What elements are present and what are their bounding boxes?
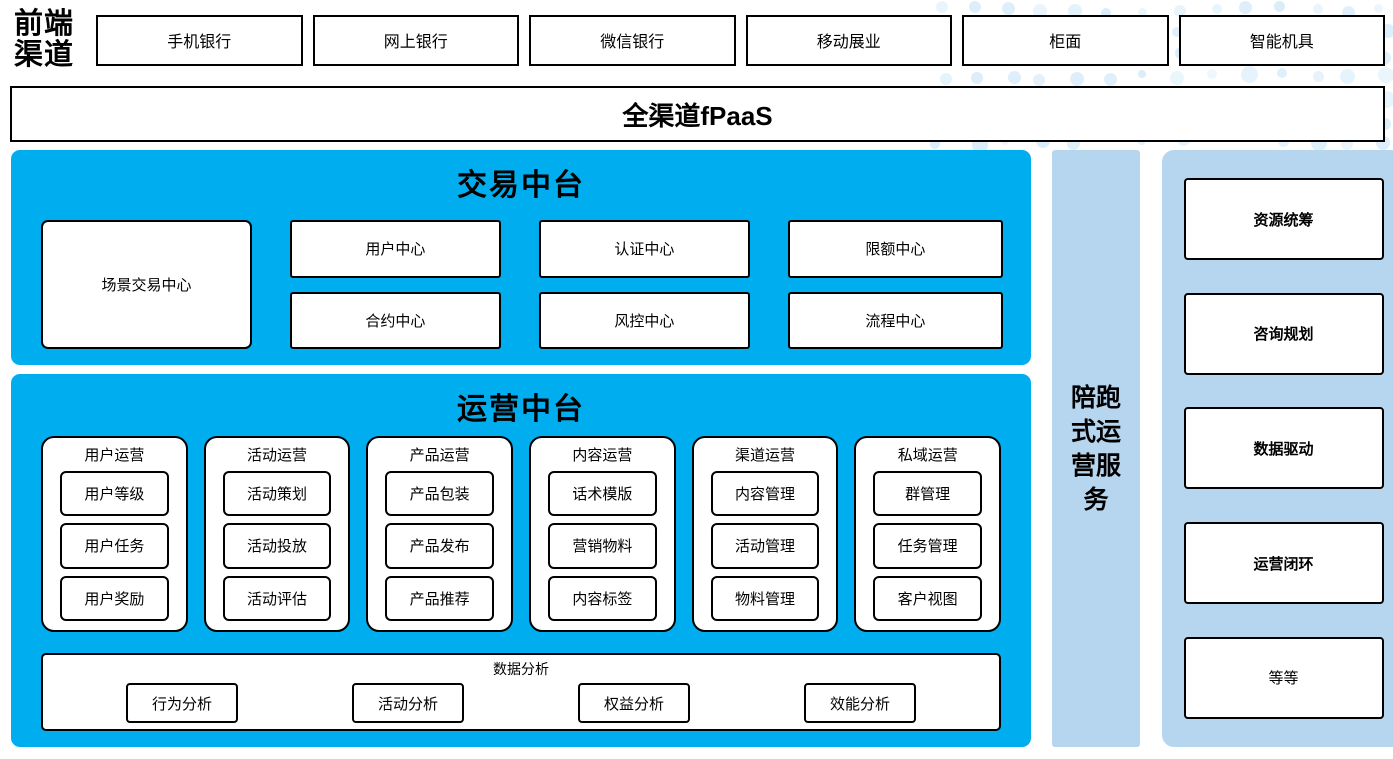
operation-item[interactable]: 内容标签 <box>547 575 657 621</box>
omnichannel-fpaas-bar[interactable]: 全渠道fPaaS <box>10 86 1385 142</box>
data-analysis-items: 行为分析 活动分析 权益分析 效能分析 <box>43 679 999 723</box>
operation-column-content[interactable]: 内容运营 话术模版 营销物料 内容标签 <box>529 436 676 632</box>
channel-item-wechat-bank[interactable]: 微信银行 <box>529 14 736 66</box>
service-line-4: 务 <box>1083 485 1109 514</box>
channel-item-online-bank[interactable]: 网上银行 <box>312 14 519 66</box>
operation-item[interactable]: 活动投放 <box>222 523 332 569</box>
operation-item[interactable]: 客户视图 <box>873 575 983 621</box>
capability-card-consulting[interactable]: 咨询规划 <box>1183 292 1384 375</box>
operation-item[interactable]: 产品发布 <box>385 523 495 569</box>
trade-module-auth-center[interactable]: 认证中心 <box>538 220 750 278</box>
operation-item[interactable]: 产品包装 <box>385 471 495 517</box>
trade-center-title: 交易中台 <box>457 169 585 202</box>
center-platform-column: 交易中台 用户中心 认证中心 限额中心 场景交易中心 合约中心 风控中心 流程中… <box>11 150 1031 747</box>
operation-column-items: 活动策划 活动投放 活动评估 <box>215 471 340 621</box>
operation-item[interactable]: 任务管理 <box>873 523 983 569</box>
capability-card-closed-loop[interactable]: 运营闭环 <box>1183 522 1384 605</box>
operation-item[interactable]: 话术模版 <box>547 471 657 517</box>
service-column-text: 陪跑 式运 营服 务 <box>1066 381 1126 517</box>
trade-module-contract-center[interactable]: 合约中心 <box>289 291 501 349</box>
analysis-item-efficiency[interactable]: 效能分析 <box>804 683 916 723</box>
operation-column-activity[interactable]: 活动运营 活动策划 活动投放 活动评估 <box>203 436 351 632</box>
operation-column-private-domain[interactable]: 私域运营 群管理 任务管理 客户视图 <box>854 436 1002 632</box>
operation-column-user[interactable]: 用户运营 用户等级 用户任务 用户奖励 <box>41 436 188 632</box>
front-channel-label-line1: 前端 <box>13 8 74 40</box>
operation-center-panel: 运营中台 用户运营 用户等级 用户任务 用户奖励 活动运营 活动策划 <box>11 374 1031 747</box>
operation-column-title: 内容运营 <box>572 447 633 464</box>
capability-card-etc[interactable]: 等等 <box>1183 636 1384 719</box>
operation-center-columns: 用户运营 用户等级 用户任务 用户奖励 活动运营 活动策划 活动投放 活动评估 <box>41 436 1002 632</box>
operation-column-title: 用户运营 <box>84 447 145 464</box>
operation-column-title: 活动运营 <box>247 447 308 464</box>
trade-module-process-center[interactable]: 流程中心 <box>787 291 1003 349</box>
data-analysis-panel: 数据分析 行为分析 活动分析 权益分析 效能分析 <box>41 653 1001 731</box>
channel-item-counter[interactable]: 柜面 <box>962 14 1169 66</box>
operation-item[interactable]: 用户等级 <box>59 471 169 517</box>
operation-column-title: 渠道运营 <box>735 447 796 464</box>
operation-column-title: 产品运营 <box>409 447 470 464</box>
operation-item[interactable]: 活动评估 <box>222 575 332 621</box>
operation-item[interactable]: 产品推荐 <box>385 575 495 621</box>
operation-column-items: 用户等级 用户任务 用户奖励 <box>52 471 177 621</box>
main-body: 交易中台 用户中心 认证中心 限额中心 场景交易中心 合约中心 风控中心 流程中… <box>0 150 1393 747</box>
operation-item[interactable]: 物料管理 <box>710 575 820 621</box>
service-line-1: 陪跑 <box>1070 383 1121 412</box>
operation-item[interactable]: 群管理 <box>873 471 983 517</box>
operation-item[interactable]: 营销物料 <box>547 523 657 569</box>
operation-item[interactable]: 用户任务 <box>59 523 169 569</box>
operation-item[interactable]: 活动策划 <box>222 471 332 517</box>
operation-column-product[interactable]: 产品运营 产品包装 产品发布 产品推荐 <box>366 436 514 632</box>
operation-center-title: 运营中台 <box>457 393 585 426</box>
operation-column-items: 产品包装 产品发布 产品推荐 <box>377 471 502 621</box>
analysis-item-activity[interactable]: 活动分析 <box>352 683 464 723</box>
analysis-item-behavior[interactable]: 行为分析 <box>126 683 238 723</box>
front-channel-label-line2: 渠道 <box>13 39 74 71</box>
service-line-3: 营服 <box>1070 451 1121 480</box>
operation-item[interactable]: 内容管理 <box>710 471 820 517</box>
trade-center-panel: 交易中台 用户中心 认证中心 限额中心 场景交易中心 合约中心 风控中心 流程中… <box>11 150 1031 365</box>
operation-column-items: 内容管理 活动管理 物料管理 <box>703 471 828 621</box>
trade-module-risk-center[interactable]: 风控中心 <box>538 291 750 349</box>
capability-card-resource[interactable]: 资源统筹 <box>1183 178 1384 261</box>
operation-column-channel[interactable]: 渠道运营 内容管理 活动管理 物料管理 <box>691 436 839 632</box>
channel-item-mobile-business[interactable]: 移动展业 <box>745 14 952 66</box>
channel-item-smart-machine[interactable]: 智能机具 <box>1178 14 1385 66</box>
front-channel-row: 前端 渠道 手机银行 网上银行 微信银行 移动展业 柜面 智能机具 <box>0 4 1393 76</box>
channel-item-mobile-bank[interactable]: 手机银行 <box>96 14 303 66</box>
front-channel-label: 前端 渠道 <box>0 9 88 71</box>
operation-item[interactable]: 用户奖励 <box>59 575 169 621</box>
operation-column-items: 群管理 任务管理 客户视图 <box>865 471 990 621</box>
trade-module-limit-center[interactable]: 限额中心 <box>787 220 1003 278</box>
capability-card-data-driven[interactable]: 数据驱动 <box>1183 407 1384 490</box>
service-line-2: 式运 <box>1070 417 1121 446</box>
operation-column-items: 话术模版 营销物料 内容标签 <box>540 471 665 621</box>
operation-column-title: 私域运营 <box>897 447 958 464</box>
trade-center-modules: 用户中心 认证中心 限额中心 场景交易中心 合约中心 风控中心 流程中心 <box>41 220 1003 349</box>
trade-module-user-center[interactable]: 用户中心 <box>289 220 501 278</box>
data-analysis-title: 数据分析 <box>493 661 549 677</box>
trade-module-scene-trade-center[interactable]: 场景交易中心 <box>41 220 252 349</box>
operation-item[interactable]: 活动管理 <box>710 523 820 569</box>
analysis-item-rights[interactable]: 权益分析 <box>578 683 690 723</box>
capability-column: 资源统筹 咨询规划 数据驱动 运营闭环 等等 <box>1162 150 1393 747</box>
front-channel-list: 手机银行 网上银行 微信银行 移动展业 柜面 智能机具 <box>88 14 1393 66</box>
accompanying-operation-service-column[interactable]: 陪跑 式运 营服 务 <box>1052 150 1140 747</box>
